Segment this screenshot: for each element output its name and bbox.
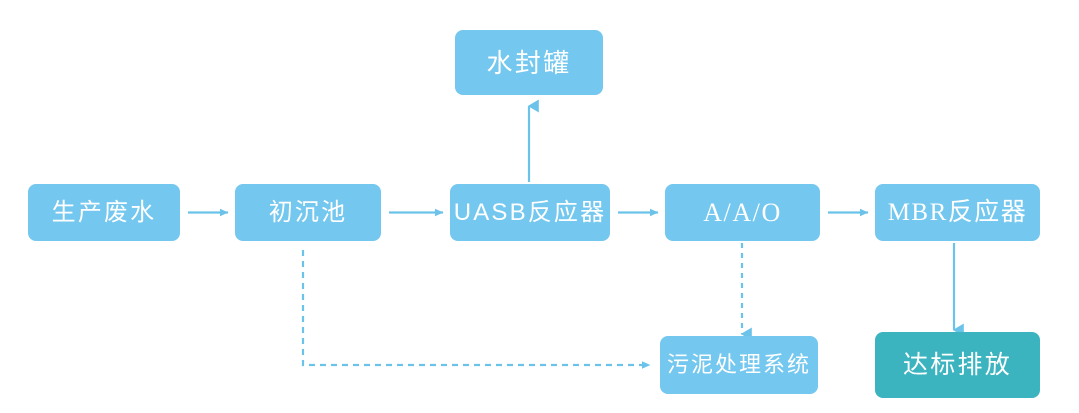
node-water-seal-tank[interactable]: 水封罐 <box>455 30 603 95</box>
node-label-production-wastewater: 生产废水 <box>51 198 157 226</box>
node-mbr-reactor[interactable]: MBR反应器 <box>875 184 1040 241</box>
node-label-water-seal-tank: 水封罐 <box>486 47 572 78</box>
node-primary-sedimentation[interactable]: 初沉池 <box>235 184 381 241</box>
node-label-compliant-discharge: 达标排放 <box>902 350 1012 379</box>
node-label-sludge-system: 污泥处理系统 <box>667 352 811 377</box>
node-production-wastewater[interactable]: 生产废水 <box>28 184 180 241</box>
node-label-aao: A/A/O <box>703 197 782 227</box>
node-aao[interactable]: A/A/O <box>665 184 820 241</box>
node-label-primary-sedimentation: 初沉池 <box>268 198 348 226</box>
node-label-uasb-reactor: UASB反应器 <box>453 198 607 226</box>
node-label-mbr-reactor: MBR反应器 <box>887 199 1028 226</box>
node-uasb-reactor[interactable]: UASB反应器 <box>450 184 610 241</box>
node-sludge-system[interactable]: 污泥处理系统 <box>660 336 818 394</box>
node-compliant-discharge[interactable]: 达标排放 <box>875 332 1040 398</box>
edge-primary-sedimentation-to-sludge-system <box>301 250 651 369</box>
